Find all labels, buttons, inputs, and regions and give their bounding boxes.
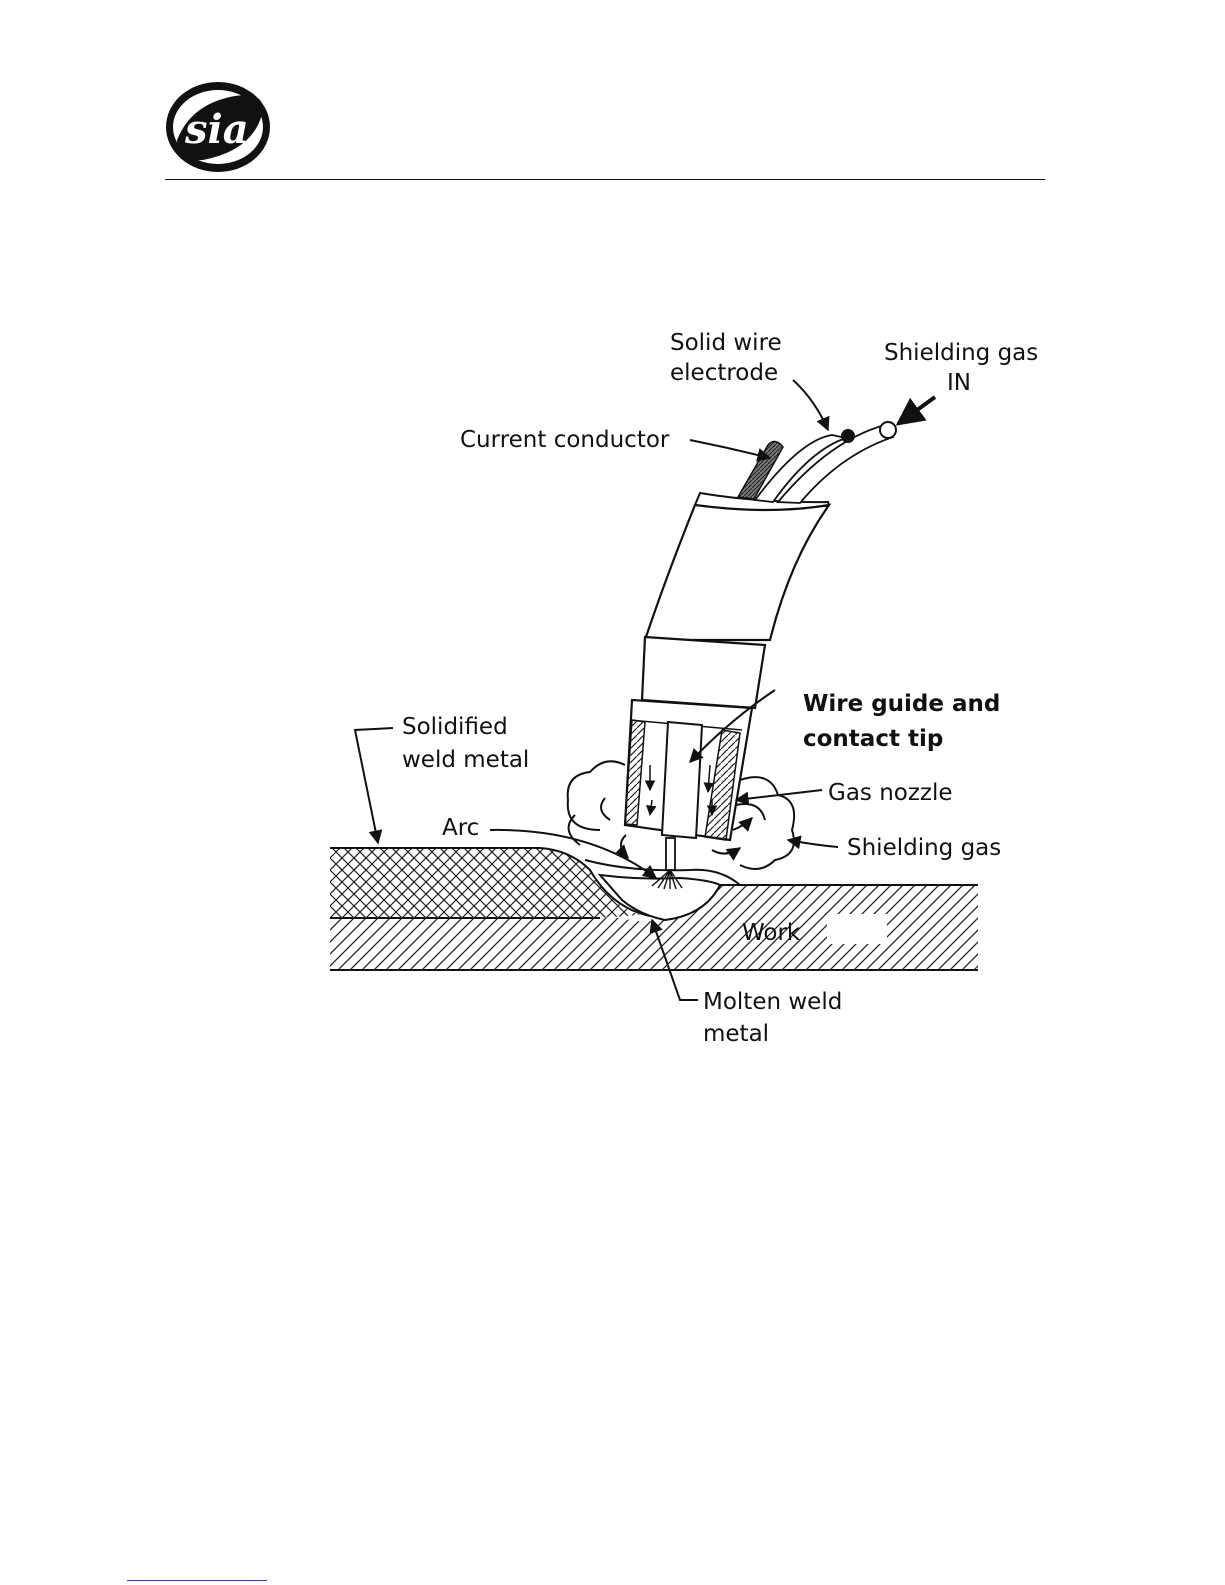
electrode-wire <box>666 838 675 870</box>
leader-solid-wire <box>793 380 828 430</box>
leader-shielding-gas-in <box>898 397 935 424</box>
label-mask <box>827 914 887 944</box>
label-work: Work <box>742 920 801 946</box>
label-solid-wire-2: electrode <box>670 360 778 386</box>
wire-end <box>841 429 855 443</box>
label-molten-2: metal <box>703 1021 769 1047</box>
label-gas-nozzle: Gas nozzle <box>828 780 953 806</box>
torch-hose <box>645 493 829 640</box>
solidified-weld-metal <box>330 848 650 918</box>
gas-hose-end <box>880 422 896 438</box>
label-solidified-1: Solidified <box>402 714 508 740</box>
label-molten-1: Molten weld <box>703 989 842 1015</box>
footer-rule <box>127 1580 267 1581</box>
label-shielding-gas-in-2: IN <box>947 370 971 396</box>
label-arc: Arc <box>442 815 479 841</box>
label-wire-guide-1: Wire guide and <box>803 691 1000 717</box>
leader-solidified <box>355 728 393 843</box>
label-solid-wire-1: Solid wire <box>670 330 782 356</box>
cables <box>738 422 896 503</box>
leader-current-conductor <box>690 440 770 458</box>
leader-gas-nozzle <box>736 790 822 800</box>
torch-handle <box>642 637 765 708</box>
label-shielding-gas-in-1: Shielding gas <box>884 340 1038 366</box>
label-solidified-2: weld metal <box>402 747 529 773</box>
label-wire-guide-2: contact tip <box>803 726 943 752</box>
label-current-conductor: Current conductor <box>460 427 670 453</box>
leader-shielding-gas <box>788 840 838 847</box>
label-shielding-gas: Shielding gas <box>847 835 1001 861</box>
